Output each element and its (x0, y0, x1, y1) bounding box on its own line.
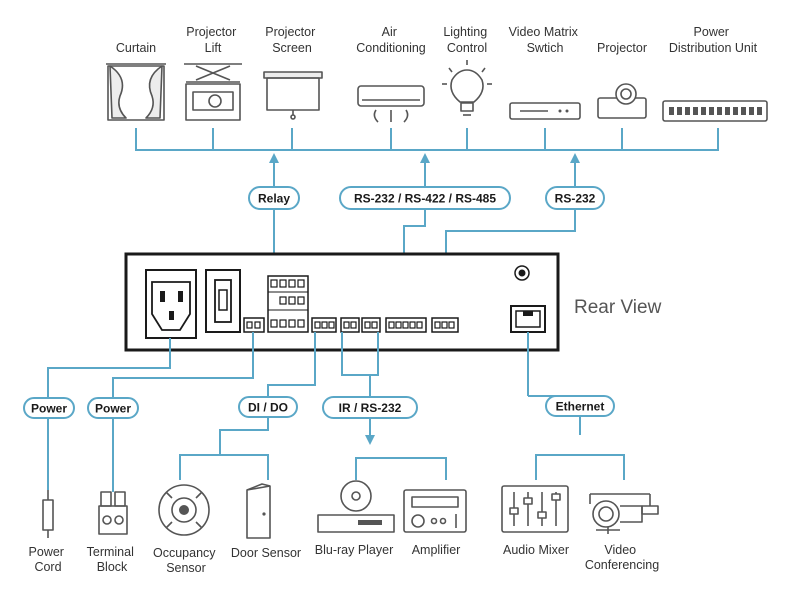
video-conferencing-label: Video Conferencing (585, 543, 659, 572)
projector-screen-icon (263, 71, 323, 120)
rear-view-label: Rear View (574, 297, 662, 318)
occupancy-sensor-icon (158, 484, 210, 536)
terminal-block-label: Terminal Block (87, 545, 138, 574)
di-do-text: DI / DO (248, 401, 288, 415)
air-conditioning-icon (357, 85, 425, 123)
power-connection-1: Power (23, 397, 75, 419)
ethernet-text: Ethernet (556, 400, 605, 414)
power-1-text: Power (31, 402, 67, 416)
power-2-text: Power (95, 402, 131, 416)
rs232-422-485-text: RS-232 / RS-422 / RS-485 (354, 192, 496, 206)
ir-rs232-text: IR / RS-232 (339, 401, 402, 415)
power-cord-icon (42, 490, 54, 538)
ir-port-2 (361, 317, 381, 333)
occupancy-sensor-label: Occupancy Sensor (153, 546, 219, 575)
rear-panel (124, 252, 560, 352)
door-sensor-label: Door Sensor (231, 546, 301, 560)
amplifier-label: Amplifier (412, 543, 461, 557)
curtain-icon (106, 63, 166, 121)
power-connection-2: Power (87, 397, 139, 419)
video-matrix-switch-label: Video Matrix Swtich (509, 25, 582, 55)
projector-icon (597, 83, 647, 119)
lighting-control-label: Lighting Control (443, 25, 490, 55)
pdu-icon (662, 100, 768, 122)
audio-mixer-label: Audio Mixer (503, 543, 569, 557)
audio-mixer-icon (501, 485, 569, 533)
bluray-player-label: Blu-ray Player (315, 543, 394, 557)
di-do-connection: DI / DO (238, 396, 298, 418)
bluray-player-icon (317, 480, 395, 533)
relay-connection: Relay (248, 186, 300, 210)
rs232-422-485-port (385, 317, 427, 333)
ir-port-1 (340, 317, 360, 333)
relay-text: Relay (258, 192, 290, 206)
rs232-connection: RS-232 (545, 186, 605, 210)
power-inlet-port (145, 269, 197, 339)
projector-lift-icon (184, 63, 242, 121)
relay-ports (267, 275, 309, 333)
pdu-label: Power Distribution Unit (669, 25, 758, 55)
ethernet-connection: Ethernet (545, 395, 615, 417)
projector-label: Projector (597, 41, 647, 55)
light-bulb-icon (442, 60, 492, 116)
curtain-label: Curtain (116, 41, 156, 55)
projector-screen-label: Projector Screen (265, 25, 319, 55)
rs232-422-485-connection: RS-232 / RS-422 / RS-485 (339, 186, 511, 210)
projector-lift-label: Projector Lift (186, 25, 240, 55)
video-matrix-switch-icon (509, 102, 581, 120)
ir-rs232-connection: IR / RS-232 (322, 396, 418, 419)
di-do-port (311, 317, 337, 333)
amplifier-icon (403, 489, 467, 533)
terminal-block-icon (98, 491, 128, 535)
ground-screw-icon (514, 265, 530, 281)
ethernet-port (510, 305, 546, 333)
rs232-port (431, 317, 459, 333)
power-switch (205, 269, 241, 333)
door-sensor-icon (246, 483, 271, 539)
air-conditioning-label: Air Conditioning (356, 25, 426, 55)
dc-power-terminal (243, 317, 265, 333)
power-cord-label: Power Cord (29, 545, 68, 574)
video-conferencing-icon (589, 493, 659, 534)
bottom-wiring (47, 332, 625, 492)
rs232-text: RS-232 (555, 192, 596, 206)
